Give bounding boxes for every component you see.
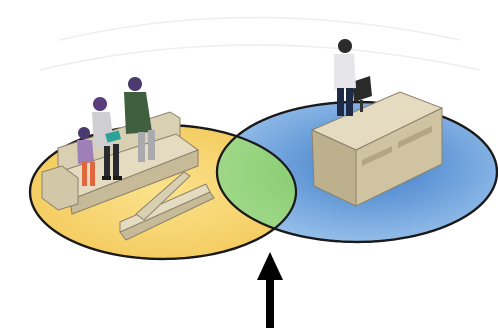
standing-desk	[310, 76, 444, 207]
worker-figure	[334, 39, 356, 116]
side-table	[119, 171, 215, 241]
family-figures	[77, 77, 155, 186]
background-arcs	[39, 16, 481, 71]
up-arrow-icon	[257, 252, 283, 328]
